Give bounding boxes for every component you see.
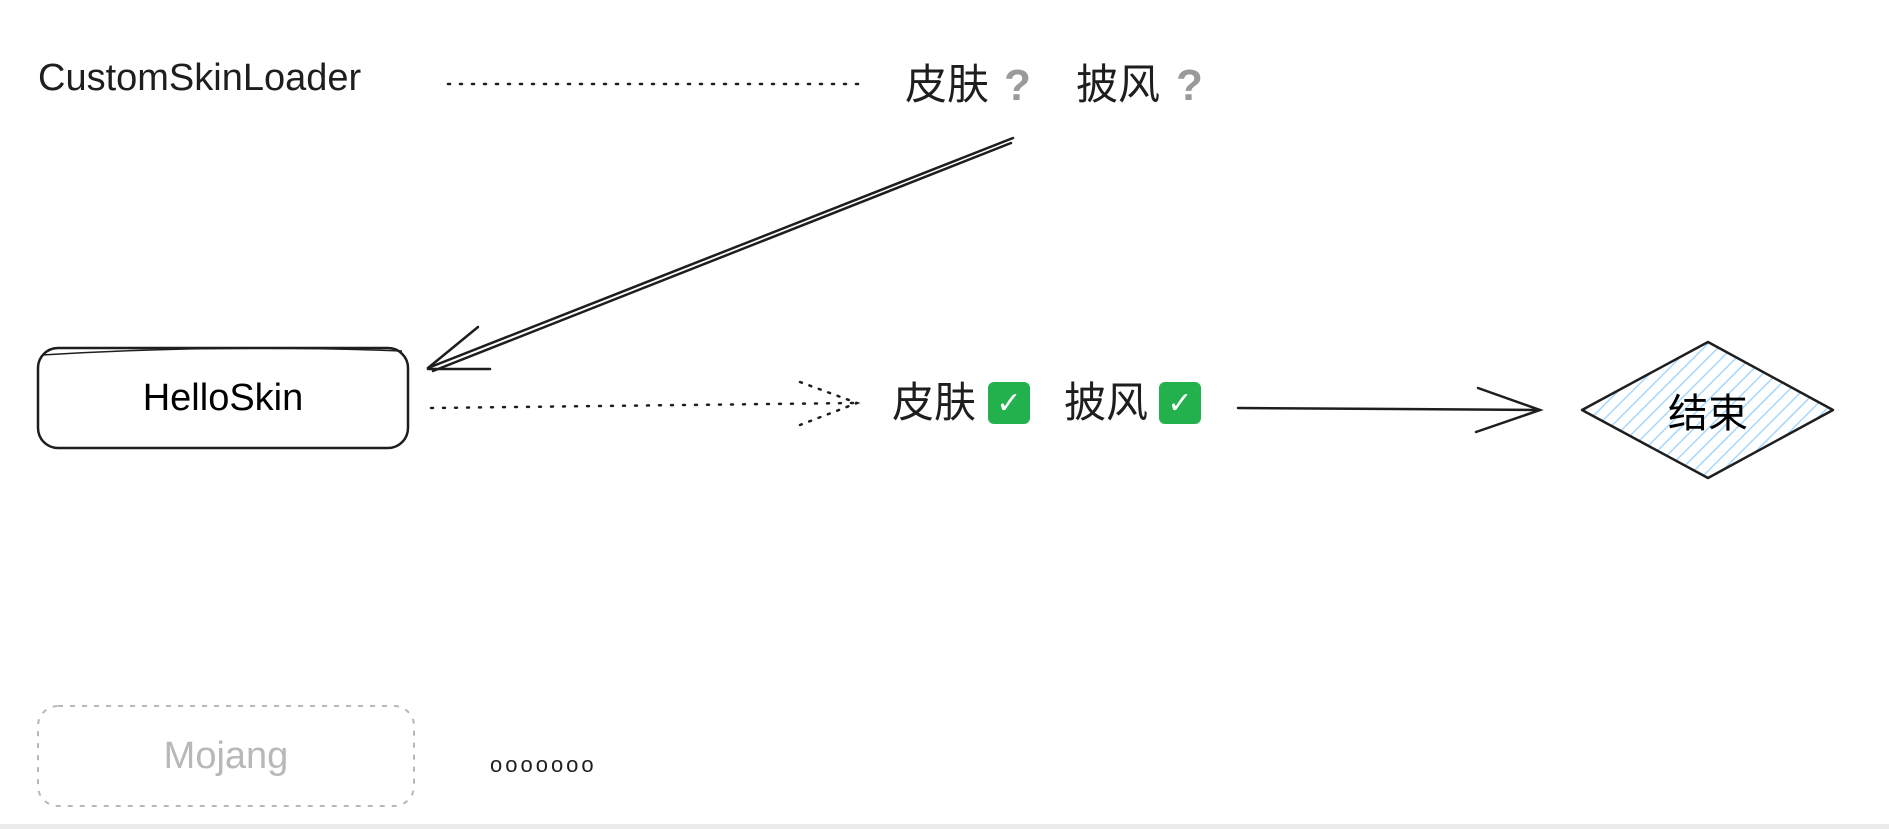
end-arrow xyxy=(1236,386,1544,434)
bottom-band xyxy=(0,824,1889,829)
top-cape-question-icon: ? xyxy=(1176,61,1203,110)
mid-skin-label: 皮肤 xyxy=(892,378,977,427)
helloskin-label: HelloSkin xyxy=(142,376,304,419)
return-arrow xyxy=(426,136,1015,373)
top-skin-question-icon: ? xyxy=(1004,61,1031,110)
mid-cape-check-icon: ✓ xyxy=(1159,382,1201,424)
helloskin-dotted-arrow xyxy=(429,380,861,427)
mojang-label: Mojang xyxy=(163,734,289,777)
end-diamond[interactable] xyxy=(1580,340,1835,480)
top-cape-label: 披风 xyxy=(1076,60,1161,109)
loader-title: CustomSkinLoader xyxy=(38,57,362,99)
mid-cape-label: 披风 xyxy=(1064,378,1149,427)
mojang-box[interactable] xyxy=(37,705,415,807)
end-label: 结束 xyxy=(1668,391,1748,437)
more-indicator: ooooooo xyxy=(490,752,597,777)
top-skin-label: 皮肤 xyxy=(905,60,990,109)
mid-skin-check-icon: ✓ xyxy=(988,382,1030,424)
